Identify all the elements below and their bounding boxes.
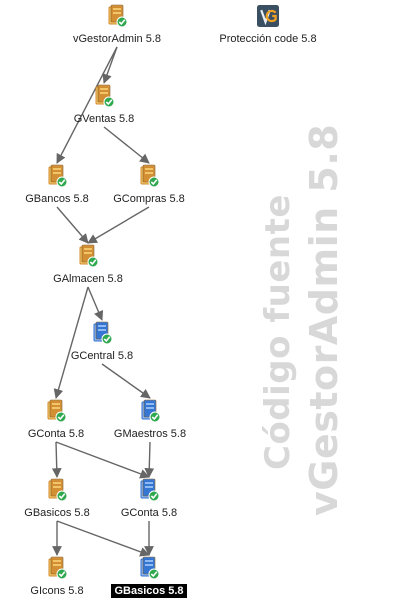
blue-folder-check-icon <box>89 477 209 503</box>
node-gicons[interactable]: GIcons 5.8 <box>0 555 117 599</box>
blue-folder-check-icon <box>89 555 209 581</box>
node-label: GAlmacen 5.8 <box>53 273 123 285</box>
node-galmacen[interactable]: GAlmacen 5.8 <box>28 243 148 287</box>
vg-logo-icon <box>208 3 328 29</box>
node-label: Protección code 5.8 <box>219 33 317 45</box>
package-folder-check-icon <box>89 163 209 189</box>
node-label: GCentral 5.8 <box>70 350 134 362</box>
package-folder-check-icon <box>0 398 116 424</box>
node-label: GVentas 5.8 <box>73 113 135 125</box>
edge-galmacen-gcentral <box>87 286 104 321</box>
edge-vgestor-gventas <box>102 46 118 84</box>
edge-gcompras-galmacen <box>87 206 150 244</box>
node-label: vGestorAdmin 5.8 <box>72 33 162 45</box>
edge-gconta1-gconta2 <box>55 441 150 479</box>
node-label: GCompras 5.8 <box>113 193 185 205</box>
node-gmaestros[interactable]: GMaestros 5.8 <box>90 398 210 442</box>
node-gcentral[interactable]: GCentral 5.8 <box>42 320 162 364</box>
node-gbasicos1[interactable]: GBasicos 5.8 <box>0 477 117 521</box>
edge-vgestor-gbancos <box>56 46 118 164</box>
package-folder-check-icon <box>28 243 148 269</box>
node-label: GIcons 5.8 <box>30 585 84 597</box>
edge-gventas-gcompras <box>103 126 150 164</box>
edge-gbasicos1-gbasicos2 <box>56 520 150 557</box>
node-label: GBasicos 5.8 <box>111 584 187 598</box>
edge-gmaestros-gconta2 <box>144 441 155 478</box>
package-folder-check-icon <box>0 555 117 581</box>
node-label: GConta 5.8 <box>27 428 85 440</box>
node-label: GConta 5.8 <box>120 507 178 519</box>
blue-folder-check-icon <box>90 398 210 424</box>
edge-gconta1-gbasicos1 <box>51 441 62 478</box>
package-folder-check-icon <box>0 163 117 189</box>
node-label: GMaestros 5.8 <box>113 428 187 440</box>
package-folder-check-icon <box>44 83 164 109</box>
edge-gcentral-gmaestros <box>101 363 151 399</box>
node-gbasicos2[interactable]: GBasicos 5.8 <box>89 555 209 599</box>
node-gcompras[interactable]: GCompras 5.8 <box>89 163 209 207</box>
watermark-line1: Código fuente <box>258 194 298 470</box>
node-label: GBasicos 5.8 <box>24 507 90 519</box>
edge-galmacen-gconta1 <box>53 286 89 399</box>
node-gventas[interactable]: GVentas 5.8 <box>44 83 164 127</box>
watermark-line2: vGestorAdmin 5.8 <box>302 123 346 516</box>
node-proteccion[interactable]: Protección code 5.8 <box>208 3 328 47</box>
node-label: GBancos 5.8 <box>25 193 89 205</box>
package-folder-check-icon <box>0 477 117 503</box>
node-gconta1[interactable]: GConta 5.8 <box>0 398 116 442</box>
blue-folder-check-icon <box>42 320 162 346</box>
edge-gbancos-galmacen <box>56 206 89 244</box>
node-gconta2[interactable]: GConta 5.8 <box>89 477 209 521</box>
package-folder-check-icon <box>57 3 177 29</box>
node-vgestor[interactable]: vGestorAdmin 5.8 <box>57 3 177 47</box>
node-gbancos[interactable]: GBancos 5.8 <box>0 163 117 207</box>
